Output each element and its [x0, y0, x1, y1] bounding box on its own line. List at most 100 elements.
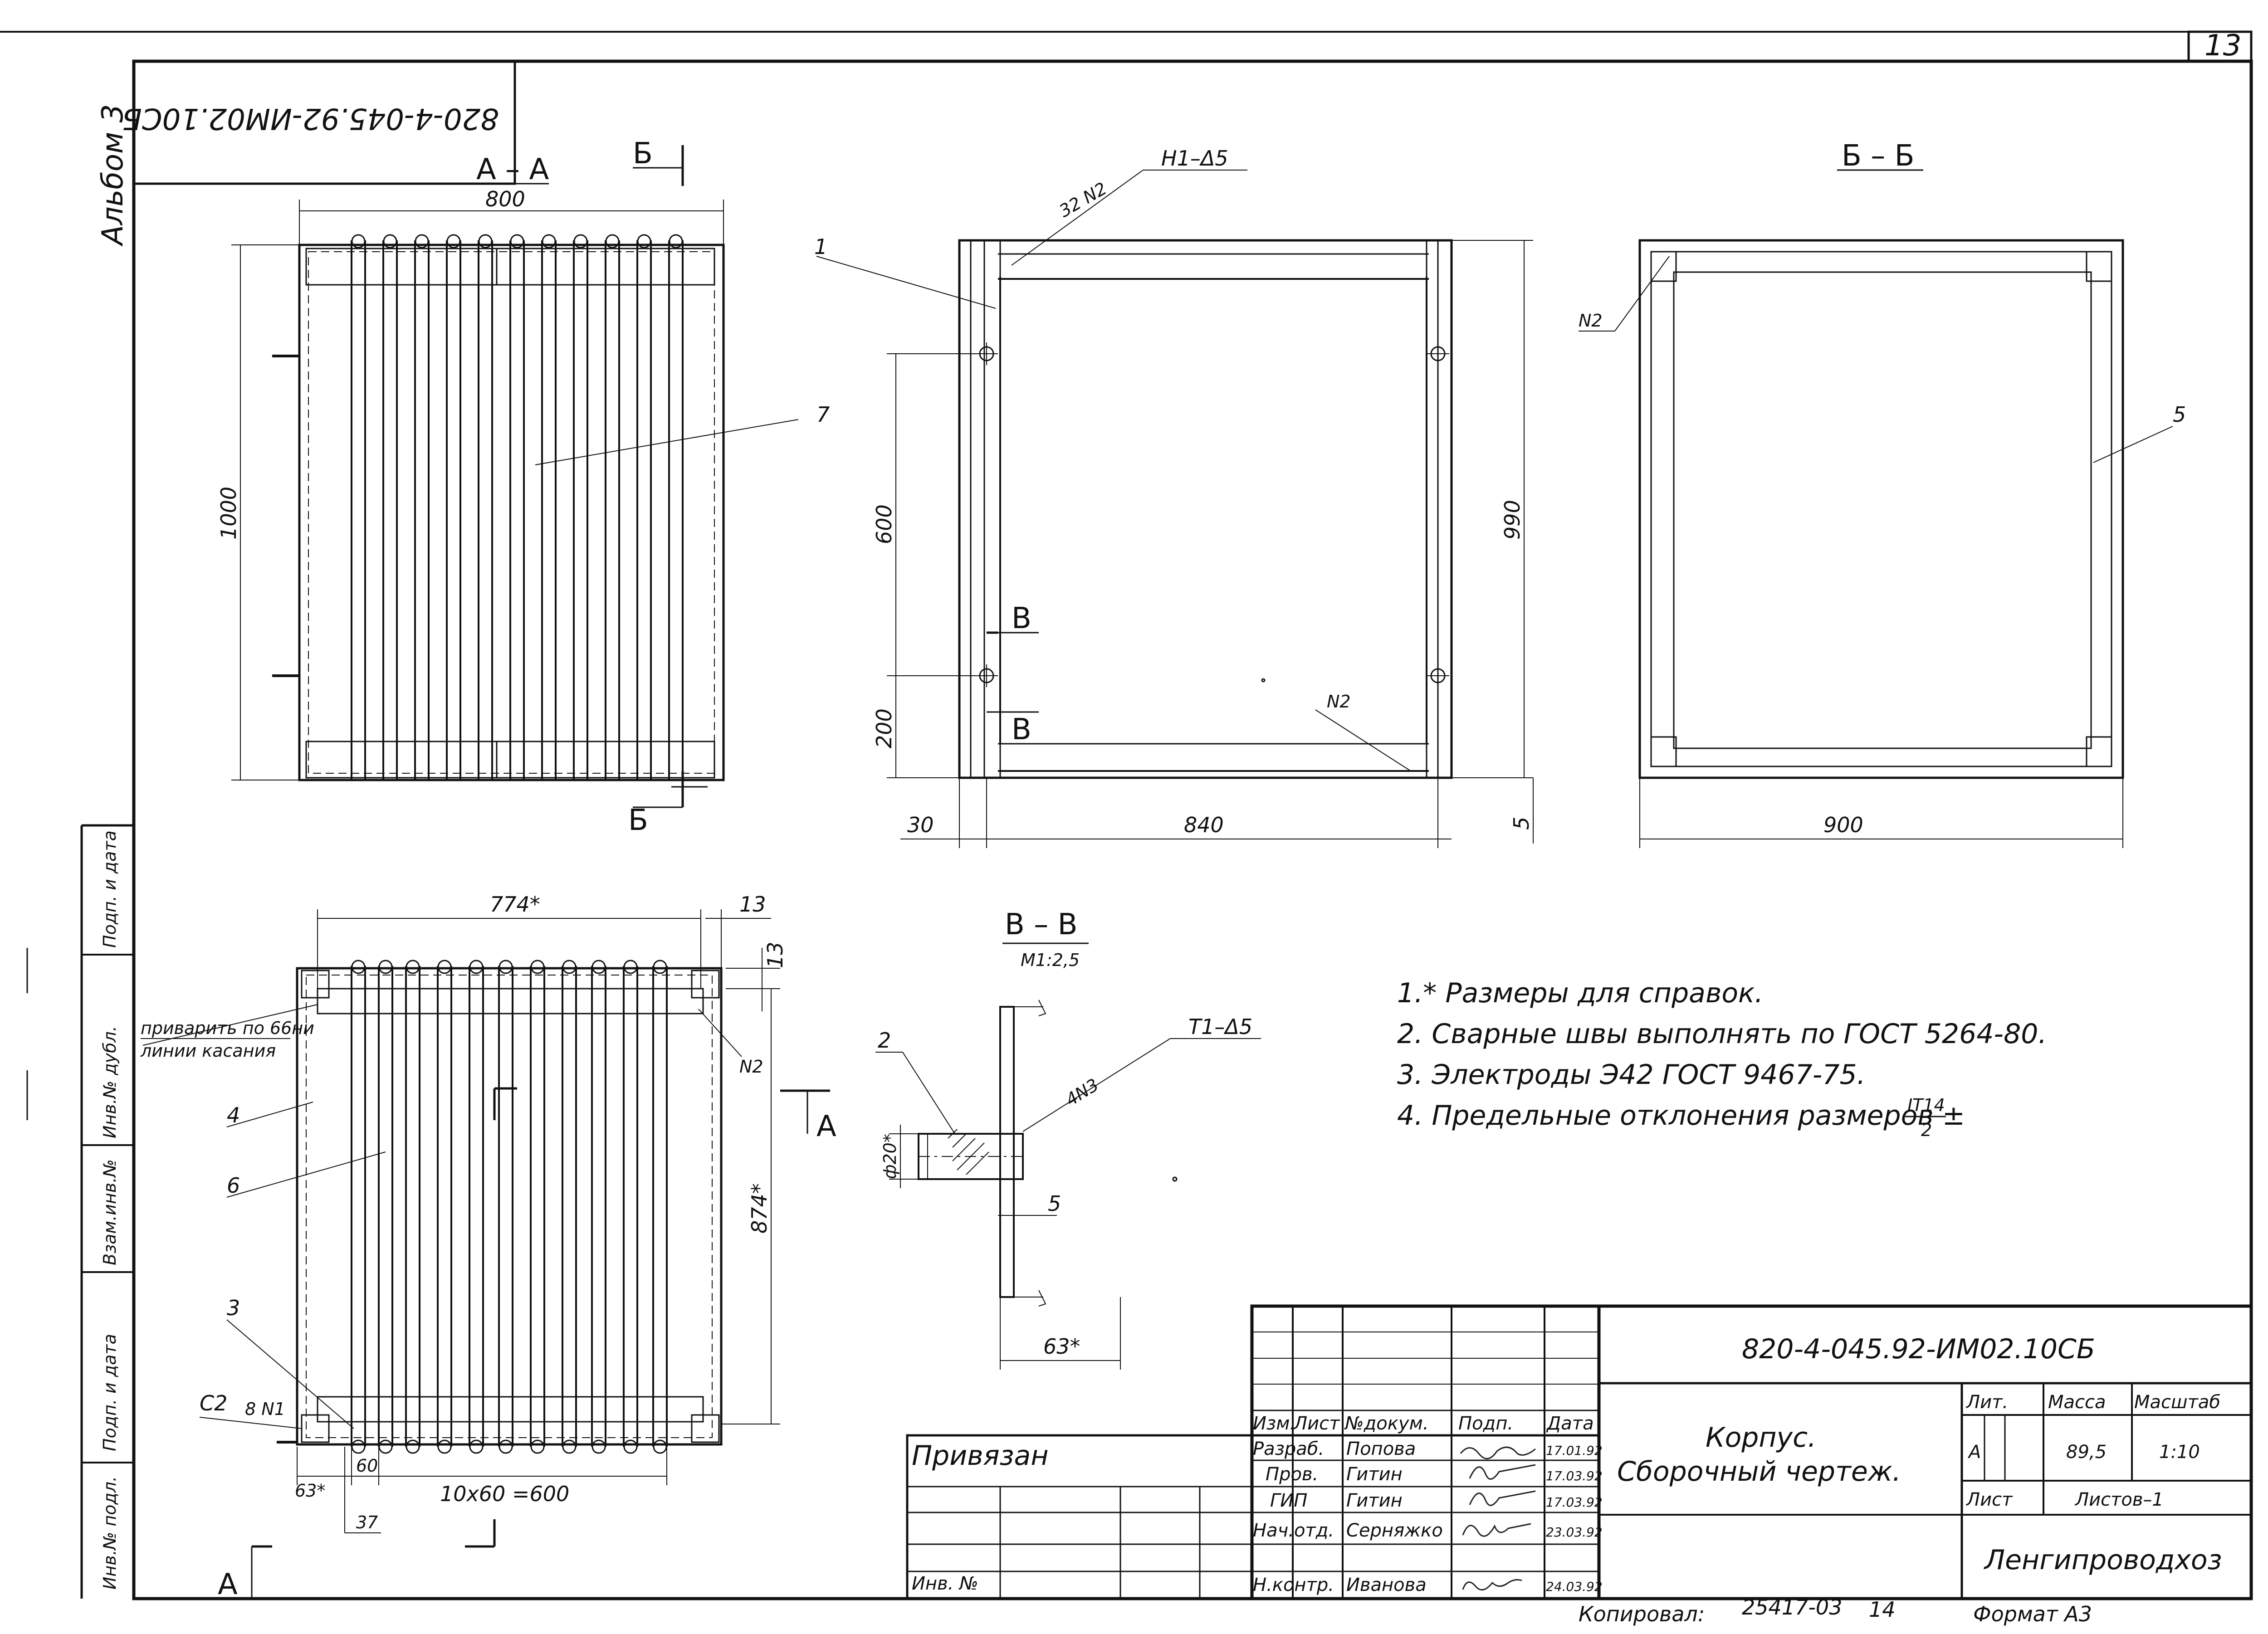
aa-rod-heads: [351, 234, 683, 249]
tb-sheet-label: Лист: [1965, 1489, 2013, 1510]
note-1: 1.* Размеры для справок.: [1397, 977, 1763, 1009]
side-stamp-podp-data-2: Подп. и дата: [100, 830, 120, 948]
plan-leader-4: 4: [227, 1103, 240, 1127]
plan-dim-13-side: 13: [763, 941, 787, 968]
tb-mass-value: 89,5: [2066, 1442, 2107, 1463]
tb-lit-label: Лит.: [1965, 1392, 2008, 1413]
front-section-mark-bottom: В: [1012, 713, 1031, 746]
side-stamp-vzam-inv: Взам.инв.№: [100, 1159, 120, 1265]
note-2: 2. Сварные швы выполнять по ГОСТ 5264-80…: [1397, 1018, 2047, 1050]
plan-dim-63: 63*: [295, 1481, 325, 1501]
front-leader-1: 1: [814, 234, 827, 259]
page-number: 13: [2204, 29, 2241, 63]
tb-row-date-3: 17.03.92: [1546, 1495, 1603, 1510]
side-stamp-inv-podl: Инв.№ подл.: [100, 1476, 120, 1590]
tb-sheets-label: Листов–1: [2074, 1489, 2164, 1510]
tb-organization: Ленгипроводхоз: [1984, 1544, 2222, 1576]
front-dim-5: 5: [1509, 817, 1534, 830]
signature-marks: [1460, 1446, 1536, 1591]
view-v-v: [875, 678, 1266, 1370]
plan-rod-heads: [351, 960, 667, 1454]
footer-copied-sheet: 14: [1869, 1597, 1896, 1622]
front-dim-600: 600: [872, 504, 896, 544]
side-stamp-podp-data-1: Подп. и дата: [100, 1334, 120, 1451]
vv-title: В – В: [1005, 908, 1078, 941]
footer-copied-number: 25417-03: [1742, 1595, 1842, 1619]
bb-title: Б – Б: [1842, 139, 1915, 173]
plan-leader-3: 3: [227, 1296, 240, 1320]
view-front: [816, 170, 1534, 848]
aa-cut-mark-top: Б: [633, 137, 653, 171]
front-weld-top-right: Н1–Δ5: [1161, 146, 1228, 171]
footer-format: Формат А3: [1973, 1602, 2092, 1626]
tb-row-date-1: 17.01.92: [1546, 1443, 1603, 1458]
tb-col-list: Лист: [1293, 1413, 1340, 1434]
view-a-a: [231, 145, 799, 808]
plan-weld-note-2: линии касания: [140, 1041, 276, 1061]
plan-rods: [351, 966, 668, 1447]
front-dim-990: 990: [1500, 500, 1525, 540]
tb-name-1: Корпус.: [1706, 1422, 1816, 1454]
tb-row-date-4: 23.03.92: [1546, 1525, 1603, 1540]
vv-dim-63: 63*: [1043, 1334, 1080, 1359]
plan-section-mark-left: А: [218, 1568, 238, 1601]
plan-dim-874: 874*: [747, 1183, 772, 1234]
album-label: Альбом 3: [96, 104, 130, 247]
note-4: 4. Предельные отклонения размеров ±: [1397, 1100, 1965, 1132]
plan-section-mark-right: А: [816, 1110, 836, 1143]
tb-name-2: Сборочный чертеж.: [1617, 1456, 1901, 1488]
tb-row-name-5: Иванова: [1346, 1575, 1427, 1595]
front-weld-top-left: 32 N2: [1056, 178, 1110, 221]
tb-scale-value: 1:10: [2159, 1442, 2200, 1463]
plan-weld-right: N2: [739, 1057, 763, 1077]
tb-mass-label: Масса: [2048, 1392, 2106, 1413]
vv-weld-t1: Т1–Δ5: [1188, 1015, 1252, 1039]
tb-row-role-3: ГИП: [1270, 1490, 1307, 1511]
note-4-fraction-den: 2: [1921, 1120, 1932, 1140]
plan-dim-774: 774*: [490, 892, 540, 917]
aa-leader-7: 7: [816, 402, 830, 427]
tb-row-date-2: 17.03.92: [1546, 1468, 1603, 1483]
bb-dim-900: 900: [1823, 813, 1863, 837]
front-dim-30: 30: [907, 813, 934, 837]
bb-weld: N2: [1579, 311, 1603, 331]
plan-weld-c2: С2: [200, 1391, 227, 1415]
plan-dim-600: 10x60 =600: [440, 1482, 569, 1506]
tb-row-name-2: Гитин: [1346, 1464, 1403, 1485]
notes: 1.* Размеры для справок. 2. Сварные швы …: [1397, 977, 2047, 1140]
vv-dim-dia: ф20*: [880, 1134, 900, 1179]
tb-row-role-2: Пров.: [1266, 1464, 1318, 1485]
plan-dim-60: 60: [356, 1456, 378, 1476]
aa-dim-height: 1000: [216, 487, 241, 540]
tb-inv-no: Инв. №: [912, 1573, 978, 1594]
plan-dim-37: 37: [356, 1512, 378, 1532]
title-block: [906, 1304, 2253, 1600]
front-section-mark-top: В: [1012, 602, 1031, 635]
tb-row-name-3: Гитин: [1346, 1490, 1403, 1511]
front-dim-200: 200: [872, 708, 896, 748]
tb-col-podp: Подп.: [1458, 1413, 1513, 1434]
tb-scale-label: Масштаб: [2134, 1392, 2220, 1413]
vv-leader-2: 2: [878, 1028, 891, 1053]
note-3: 3. Электроды Э42 ГОСТ 9467-75.: [1397, 1059, 1866, 1091]
tb-col-dokum: №докум.: [1344, 1413, 1428, 1434]
tb-row-role-5: Н.контр.: [1253, 1575, 1334, 1595]
aa-title: А – А: [476, 153, 549, 186]
note-4-fraction-num: IT14: [1907, 1095, 1945, 1115]
tb-row-date-5: 24.03.92: [1546, 1579, 1603, 1594]
tb-lit-value: А: [1967, 1442, 1981, 1463]
stamp-code-rotated: 820-4-045.92-ИМ02.10СБ: [122, 102, 499, 135]
plan-dim-13-top: 13: [739, 892, 766, 917]
aa-rods: [351, 240, 684, 780]
tb-row-role-4: Нач.отд.: [1253, 1520, 1334, 1541]
plan-leader-6: 6: [227, 1173, 240, 1198]
tb-row-name-4: Серняжко: [1346, 1520, 1443, 1541]
bb-leader-5: 5: [2173, 402, 2186, 427]
front-weld-bottom: N2: [1327, 692, 1351, 712]
tb-col-data: Дата: [1546, 1413, 1594, 1434]
aa-dim-width: 800: [485, 187, 525, 211]
vv-dim-5: 5: [1048, 1191, 1061, 1216]
side-stamp-inv-dubl: Инв.№ дубл.: [100, 1026, 120, 1138]
aa-cut-mark-bottom: Б: [628, 804, 648, 837]
